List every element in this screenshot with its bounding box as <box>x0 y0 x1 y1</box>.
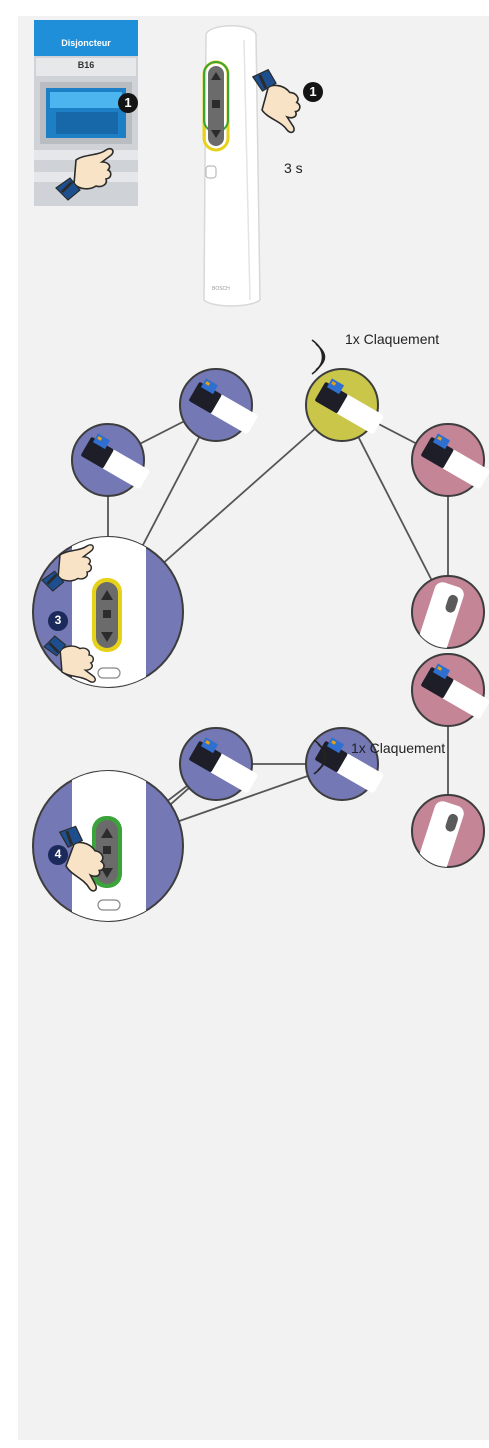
breaker-rating: B16 <box>77 60 95 70</box>
motor-node <box>71 423 151 497</box>
step-4-number: 4 <box>54 847 62 861</box>
breaker-illustration <box>34 20 138 206</box>
step-3-badge <box>48 611 68 631</box>
remote-control-illustration: BOSCH <box>202 25 261 307</box>
step-1-remote-badge <box>303 82 323 102</box>
remote-node <box>411 794 485 868</box>
motor-node <box>179 727 259 801</box>
motor-node <box>179 368 259 442</box>
step-1-breaker-number: 1 <box>124 95 132 110</box>
motor-node <box>411 653 489 727</box>
remote-node <box>411 575 485 649</box>
step-1-breaker-badge <box>118 93 138 113</box>
click-label-1: 1x Claquement <box>345 331 440 347</box>
step-1-remote-number: 1 <box>309 84 317 99</box>
click-label-2: 1x Claquement <box>351 740 446 756</box>
svg-text:BOSCH: BOSCH <box>212 286 230 292</box>
step-4-badge <box>48 845 68 865</box>
remote-big-node <box>32 770 184 922</box>
breaker-title: Disjoncteur <box>61 38 111 48</box>
motor-node-active <box>305 368 385 442</box>
motor-node <box>305 727 385 801</box>
motor-node <box>411 423 489 497</box>
sound-waves-icon <box>297 339 326 375</box>
hold-time-label: 3 s <box>284 160 303 176</box>
step-3-number: 3 <box>54 613 62 627</box>
